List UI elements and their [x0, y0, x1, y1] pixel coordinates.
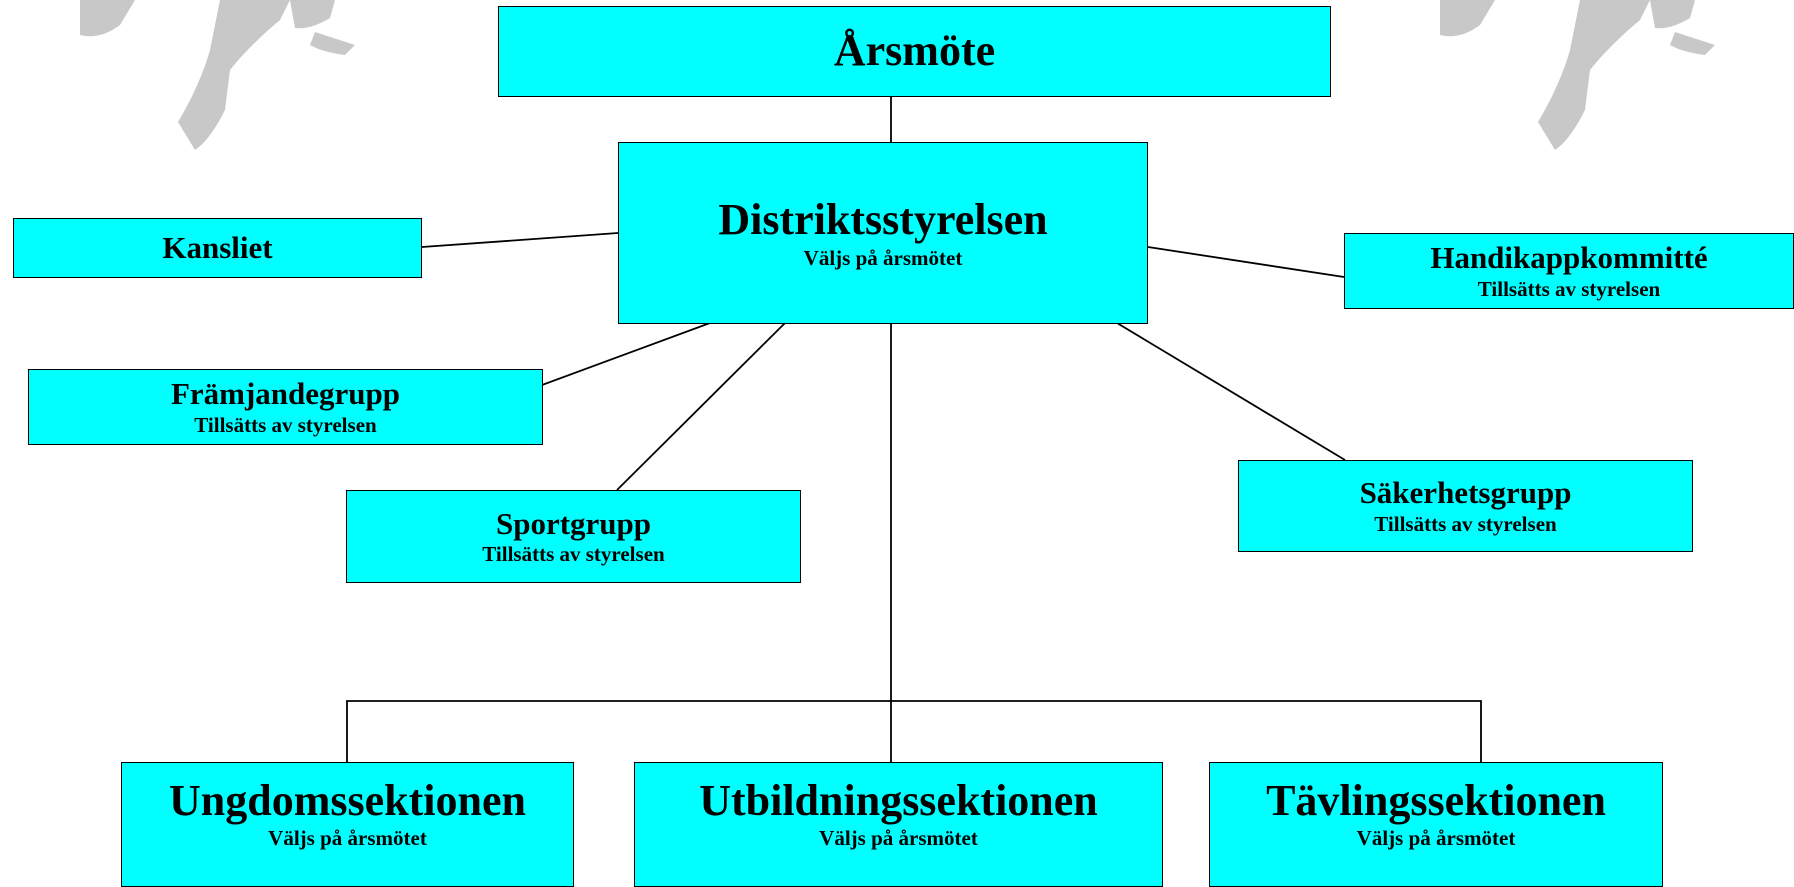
- node-subtitle: Tillsätts av styrelsen: [1477, 276, 1661, 301]
- node-title: Distriktsstyrelsen: [718, 195, 1048, 245]
- bird-silhouette-decoration: [1440, 0, 1715, 150]
- node-title: Främjandegrupp: [170, 376, 401, 412]
- node-utbildningssektionen: Utbildningssektionen Väljs på årsmötet: [634, 762, 1163, 887]
- node-subtitle: Väljs på årsmötet: [268, 826, 427, 851]
- node-subtitle: Tillsätts av styrelsen: [482, 542, 665, 566]
- node-title: Sportgrupp: [495, 505, 652, 541]
- node-sportgrupp: Sportgrupp Tillsätts av styrelsen: [346, 490, 801, 583]
- node-arsmote: Årsmöte: [498, 6, 1331, 97]
- node-subtitle: Tillsätts av styrelsen: [1374, 511, 1557, 536]
- node-sakerhetsgrupp: Säkerhetsgrupp Tillsätts av styrelsen: [1238, 460, 1693, 552]
- node-title: Säkerhetsgrupp: [1359, 475, 1572, 511]
- node-subtitle: Väljs på årsmötet: [819, 826, 978, 851]
- node-tavlingssektionen: Tävlingssektionen Väljs på årsmötet: [1209, 762, 1663, 887]
- node-title: Ungdomssektionen: [169, 776, 526, 825]
- node-title: Handikappkommitté: [1430, 240, 1708, 276]
- node-framjandegrupp: Främjandegrupp Tillsätts av styrelsen: [28, 369, 543, 445]
- connector-distriktsstyrelsen-sakerhetsgrupp: [1116, 322, 1346, 461]
- node-subtitle: Väljs på årsmötet: [803, 245, 963, 270]
- connector-sections-bus: [346, 700, 1482, 762]
- node-handikappkommitte: Handikappkommitté Tillsätts av styrelsen: [1344, 233, 1794, 309]
- connector-distriktsstyrelsen-handikappkommitte: [1147, 246, 1345, 278]
- node-title: Tävlingssektionen: [1266, 776, 1606, 825]
- node-distriktsstyrelsen: Distriktsstyrelsen Väljs på årsmötet: [618, 142, 1148, 324]
- bird-silhouette-decoration: [80, 0, 355, 150]
- connector-distriktsstyrelsen-kansliet: [421, 232, 619, 248]
- node-kansliet: Kansliet: [13, 218, 422, 278]
- node-title: Utbildningssektionen: [699, 776, 1098, 825]
- node-subtitle: Väljs på årsmötet: [1356, 826, 1516, 851]
- node-title: Kansliet: [162, 229, 273, 265]
- node-subtitle: Tillsätts av styrelsen: [194, 412, 377, 437]
- connector-distriktsstyrelsen-framjandegrupp: [541, 322, 711, 386]
- node-ungdomssektionen: Ungdomssektionen Väljs på årsmötet: [121, 762, 574, 887]
- node-title: Årsmöte: [833, 26, 996, 76]
- connector-distriktsstyrelsen-sportgrupp: [616, 322, 786, 491]
